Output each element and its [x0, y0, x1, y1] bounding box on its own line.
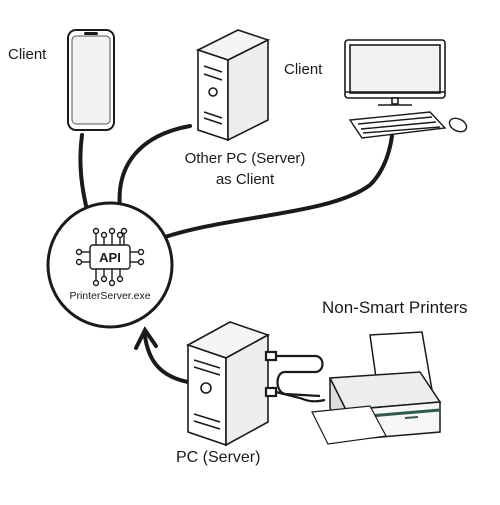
other-pc-label-line1: Other PC (Server) [184, 150, 306, 167]
client-phone-label: Client [8, 46, 47, 63]
other-pc-label-line2: as Client [215, 171, 275, 188]
link-phone-to-hub [78, 133, 90, 216]
cable-icon [264, 350, 326, 403]
link-server-to-hub [143, 334, 190, 384]
mouse-icon [448, 117, 468, 133]
pc-server-label: PC (Server) [176, 449, 261, 466]
printer-icon [311, 331, 442, 445]
smartphone-icon [67, 29, 115, 131]
api-chip-icon: API [75, 227, 145, 287]
printers-label: Non-Smart Printers [322, 298, 468, 317]
tower-pc-icon [195, 29, 271, 142]
other-pc-label: Other PC (Server) as Client [172, 148, 318, 190]
desktop-monitor-icon [344, 39, 446, 106]
api-label: API [99, 250, 121, 265]
link-desktop-to-hub [160, 134, 394, 240]
hub-circle: API [46, 201, 174, 329]
server-tower-icon [186, 321, 270, 447]
client-desktop-label: Client [284, 61, 323, 78]
executable-label: PrinterServer.exe [69, 290, 151, 302]
arrowhead-icon [134, 326, 158, 350]
link-otherpc-to-hub [117, 124, 192, 210]
keyboard-icon [348, 111, 447, 139]
